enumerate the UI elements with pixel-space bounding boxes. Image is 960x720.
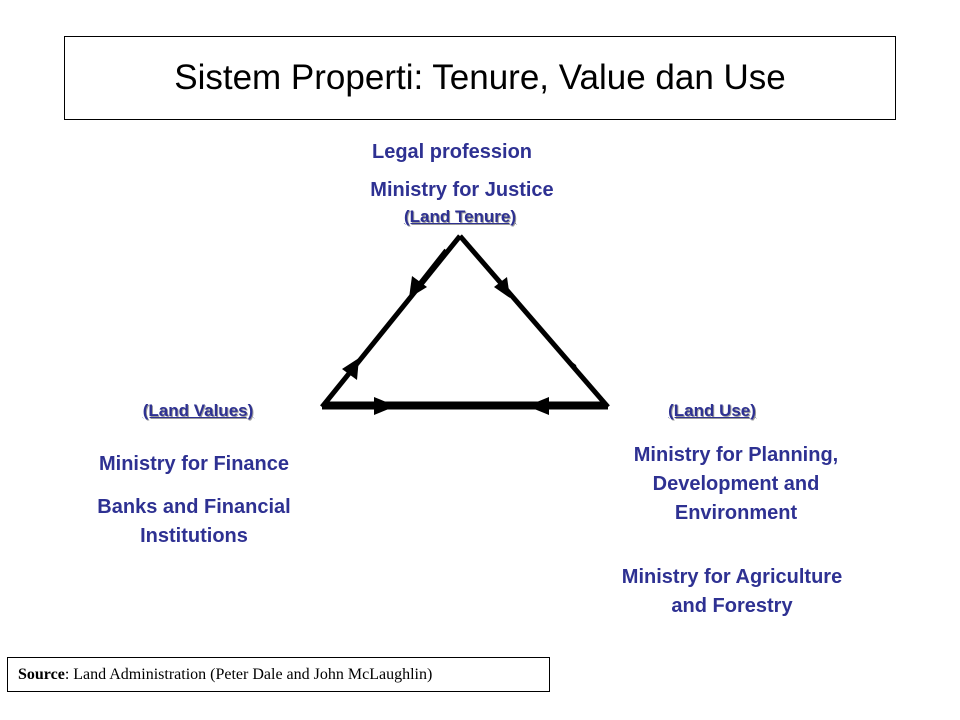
legal-profession-label: Legal profession [371,141,533,163]
ministry-planning-label: Ministry for Planning, Development and E… [633,444,839,524]
edge-tenure-values-inner [418,248,448,285]
edge-tenure-use [458,234,610,409]
arrow-right [374,397,396,415]
title-box: Sistem Properti: Tenure, Value dan Use [64,36,896,120]
land-tenure-label: (Land Tenure) [403,207,517,226]
arrow-left [527,397,549,415]
ministry-justice-label: Ministry for Justice [370,179,554,201]
arrow-from-use [563,355,579,375]
banks-label: Banks and Financial Institutions [97,496,291,547]
source-text: : Land Administration (Peter Dale and Jo… [64,665,433,683]
arrow-to-tenure [342,358,359,380]
page-title: Sistem Properti: Tenure, Value dan Use [174,58,786,97]
ministry-finance-label: Ministry for Finance [98,453,290,475]
arrow-to-values [409,276,427,298]
ministry-agriculture-label: Ministry for Agriculture and Forestry [621,566,843,617]
source-box: Source: Land Administration (Peter Dale … [7,657,550,692]
land-values-label: (Land Values) [142,401,254,420]
land-use-label: (Land Use) [668,401,756,420]
source-label: Source [18,665,65,683]
arrow-to-use [494,277,510,298]
